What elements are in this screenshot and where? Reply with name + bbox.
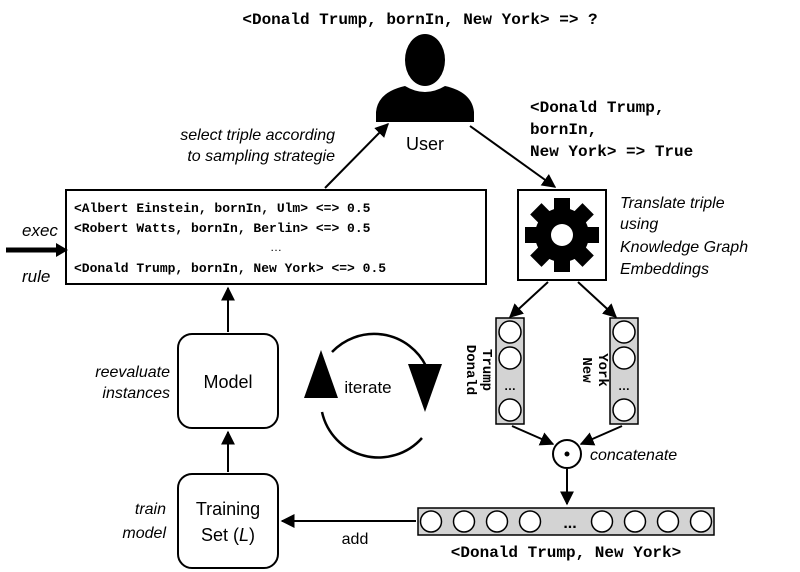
answer-line-1: <Donald Trump, bbox=[530, 99, 664, 117]
query-text: <Donald Trump, bornIn, New York> => ? bbox=[242, 11, 597, 29]
right-vector-label: New York bbox=[578, 353, 610, 387]
add-label: add bbox=[342, 531, 369, 548]
svg-text:Donald: Donald bbox=[462, 345, 478, 395]
concat-vector-cell bbox=[518, 510, 542, 533]
user-label: User bbox=[406, 134, 444, 154]
train-caption-line-2: model bbox=[122, 525, 166, 542]
rule-label: rule bbox=[22, 267, 50, 286]
translate-caption-line-4: Embeddings bbox=[620, 261, 709, 278]
answer-line-2: bornIn, bbox=[530, 121, 597, 139]
left-vector-cell bbox=[498, 346, 522, 370]
exec-label: exec bbox=[22, 221, 58, 240]
concat-vector-ellipsis: ... bbox=[563, 515, 576, 532]
concat-vector-cell bbox=[623, 510, 647, 533]
rule-row-ellipsis: … bbox=[270, 240, 282, 254]
iterate-cycle-icon bbox=[304, 332, 442, 459]
gear-icon bbox=[525, 198, 599, 272]
rule-row-2: <Robert Watts, bornIn, Berlin> <=> 0.5 bbox=[74, 221, 371, 236]
iterate-label: iterate bbox=[344, 378, 391, 397]
arrow-to-user bbox=[324, 123, 389, 189]
exec-arrow-head bbox=[56, 243, 68, 257]
model-label: Model bbox=[203, 372, 252, 392]
rule-box bbox=[65, 189, 487, 285]
concat-vector-cell bbox=[590, 510, 614, 533]
answer-line-3: New York> => True bbox=[530, 143, 693, 161]
arrow-left-to-concat bbox=[511, 425, 555, 446]
training-set-line-1: Training bbox=[196, 499, 260, 519]
concat-vector-cell bbox=[419, 510, 443, 533]
rule-row-3: <Donald Trump, bornIn, New York> <=> 0.5 bbox=[74, 261, 386, 276]
translate-caption-line-3: Knowledge Graph bbox=[620, 239, 748, 256]
right-vector-cell bbox=[612, 346, 636, 370]
concat-vector-cell bbox=[656, 510, 680, 533]
right-vector-ellipsis: … bbox=[618, 379, 630, 393]
select-caption-line-1: select triple according bbox=[180, 127, 335, 144]
select-caption-line-2: to sampling strategie bbox=[187, 148, 335, 165]
concat-caption: <Donald Trump, New York> bbox=[451, 544, 681, 562]
left-vector-ellipsis: … bbox=[504, 379, 516, 393]
concat-vector-cell bbox=[452, 510, 476, 533]
concat-vector-cell bbox=[485, 510, 509, 533]
training-set-box bbox=[177, 473, 279, 569]
model-box bbox=[177, 333, 279, 429]
arrow-to-gear bbox=[469, 125, 557, 188]
translate-caption-line-2: using bbox=[620, 216, 658, 233]
training-set-line-2: Set (L) bbox=[201, 525, 255, 545]
left-vector-cell bbox=[498, 398, 522, 422]
concatenate-label: concatenate bbox=[590, 447, 677, 464]
user-icon bbox=[376, 34, 474, 122]
right-vector-cell bbox=[612, 320, 636, 344]
concat-vector-cell bbox=[689, 510, 713, 533]
reevaluate-caption-line-1: reevaluate bbox=[95, 364, 170, 381]
rule-row-1: <Albert Einstein, bornIn, Ulm> <=> 0.5 bbox=[74, 201, 371, 216]
train-caption-line-1: train bbox=[135, 501, 166, 518]
svg-text:Trump: Trump bbox=[478, 349, 494, 391]
translate-caption-line-1: Translate triple bbox=[620, 195, 725, 212]
svg-text:York: York bbox=[594, 353, 610, 387]
arrow-right-to-concat bbox=[579, 425, 623, 446]
arrow-gear-to-right-vector bbox=[577, 281, 618, 318]
left-vector-label: Donald Trump bbox=[462, 345, 494, 395]
left-vector-cell bbox=[498, 320, 522, 344]
arrow-gear-to-left-vector bbox=[508, 281, 549, 318]
svg-text:New: New bbox=[578, 357, 594, 383]
right-vector-cell bbox=[612, 398, 636, 422]
reevaluate-caption-line-2: instances bbox=[102, 385, 170, 402]
